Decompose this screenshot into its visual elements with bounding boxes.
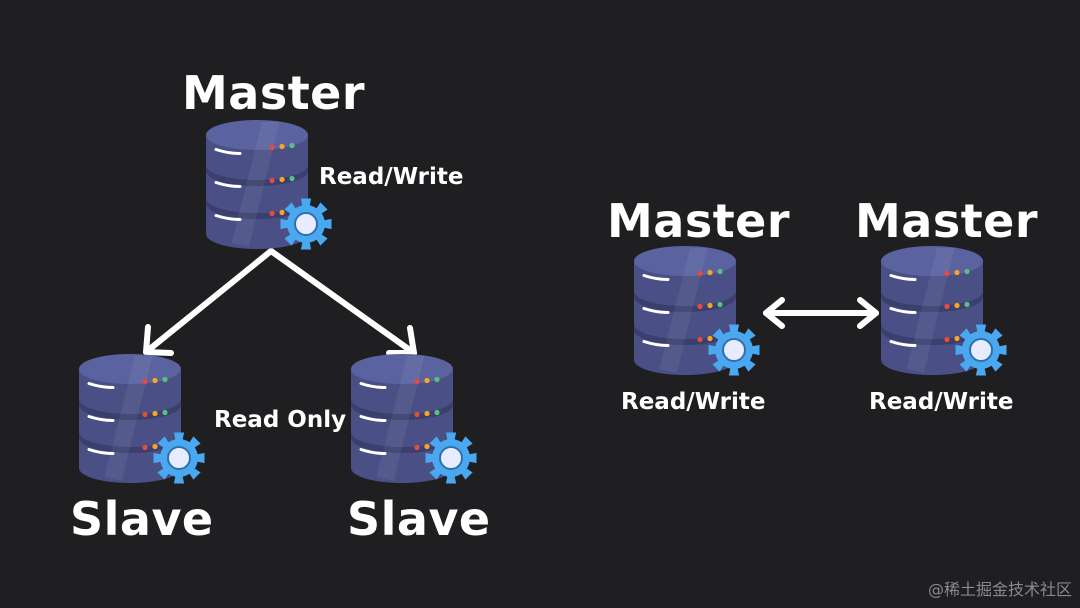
- arrow-icon: [763, 297, 879, 329]
- master-a-read-write-label: Read/Write: [621, 389, 766, 415]
- read-only-label: Read Only: [214, 407, 347, 433]
- watermark: @稀土掘金技术社区: [927, 580, 1072, 599]
- master-title-left: Master: [182, 66, 366, 120]
- master-read-write-label: Read/Write: [319, 164, 464, 190]
- master-b-read-write-label: Read/Write: [869, 389, 1014, 415]
- slave-title-right: Slave: [347, 492, 491, 546]
- arrow-icon: [143, 248, 274, 356]
- master-title-a: Master: [607, 194, 791, 248]
- master-title-b: Master: [855, 194, 1039, 248]
- slave-title-left: Slave: [70, 492, 214, 546]
- arrow-icon: [268, 248, 417, 356]
